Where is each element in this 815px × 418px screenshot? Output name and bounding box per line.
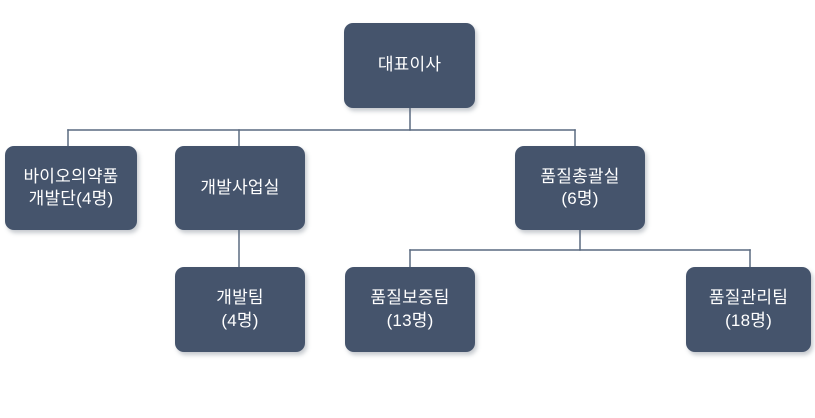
node-ceo-title: 대표이사: [377, 55, 442, 75]
node-qa-team-title: 품질보증팀: [370, 288, 450, 308]
node-qa-team-subtitle: (13명): [386, 310, 434, 330]
node-quality-hq-subtitle: (6명): [561, 189, 599, 208]
node-dev-team[interactable]: 개발팀 (4명): [175, 267, 305, 352]
node-dev-office[interactable]: 개발사업실: [175, 146, 305, 230]
node-quality-hq-title: 품질총괄실: [540, 166, 620, 186]
node-bio-dev-title: 바이오의약품: [23, 166, 119, 186]
node-qa-team[interactable]: 품질보증팀 (13명): [345, 267, 475, 352]
node-qc-team[interactable]: 품질관리팀 (18명): [686, 267, 811, 352]
node-bio-dev-subtitle: 개발단(4명): [28, 189, 114, 208]
connector-lines: [67, 107, 751, 268]
node-qc-team-title: 품질관리팀: [708, 288, 789, 308]
node-ceo[interactable]: 대표이사: [344, 23, 475, 108]
node-dev-team-title: 개발팀: [216, 288, 264, 308]
node-dev-office-title: 개발사업실: [200, 177, 280, 197]
node-dev-team-subtitle: (4명): [221, 310, 259, 330]
node-bio-dev[interactable]: 바이오의약품 개발단(4명): [5, 146, 137, 230]
node-quality-hq[interactable]: 품질총괄실 (6명): [515, 146, 645, 230]
node-qc-team-subtitle: (18명): [725, 310, 772, 330]
